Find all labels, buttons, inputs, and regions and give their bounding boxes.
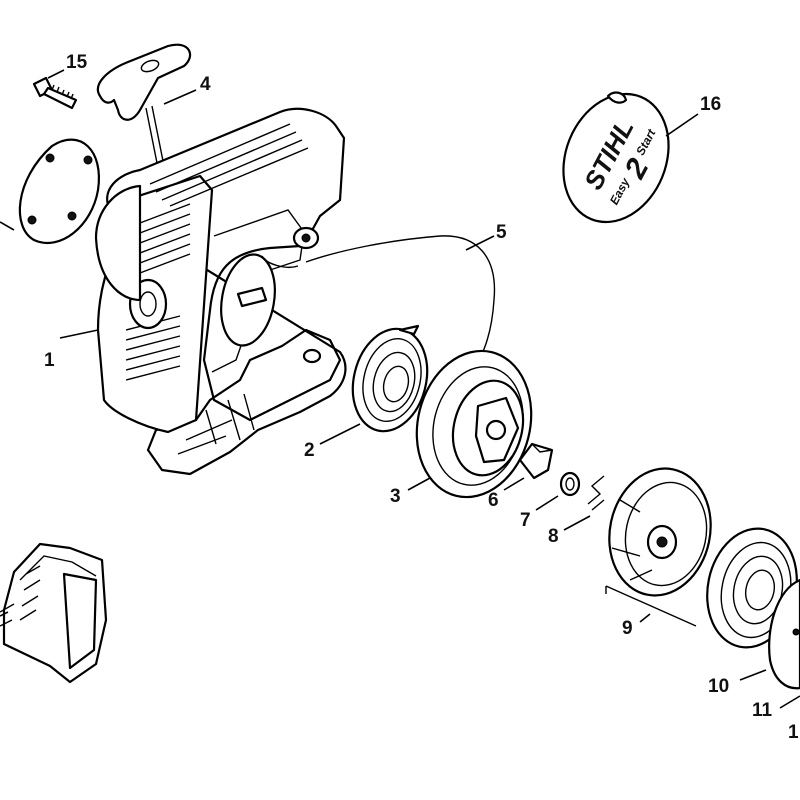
- callout-3: 3: [390, 486, 401, 507]
- starter-cup-part: [605, 467, 712, 627]
- leader-lines: [0, 69, 800, 709]
- callout-16: 16: [700, 94, 721, 115]
- rewind-spring-part: [351, 324, 429, 433]
- callout-2: 2: [304, 440, 315, 461]
- callout-1: 1: [44, 350, 55, 371]
- callout-labels: 1 2 3 4 5 6 7 8 9 10 11 15 16 1: [44, 52, 799, 743]
- cover-plate-part: [18, 138, 101, 245]
- callout-9: 9: [622, 618, 633, 639]
- clip-part: [587, 475, 605, 511]
- filter-housing-part: [0, 542, 108, 684]
- callout-7: 7: [520, 510, 531, 531]
- cover-disc-part: [768, 578, 800, 690]
- callout-partial: 1: [788, 722, 799, 743]
- callout-11: 11: [752, 700, 773, 721]
- callout-4: 4: [200, 74, 211, 95]
- fan-housing-part: [94, 107, 347, 476]
- callout-5: 5: [496, 222, 507, 243]
- decal-part: STIHL Easy 2 Start: [562, 91, 670, 224]
- rope-rotor-part: [415, 349, 533, 499]
- pawl-part: [518, 442, 554, 480]
- washer-part: [559, 471, 581, 497]
- screw-part: [32, 76, 78, 110]
- callout-15: 15: [66, 52, 88, 73]
- callout-10: 10: [708, 676, 729, 697]
- callout-6: 6: [488, 490, 499, 511]
- callout-8: 8: [548, 526, 559, 547]
